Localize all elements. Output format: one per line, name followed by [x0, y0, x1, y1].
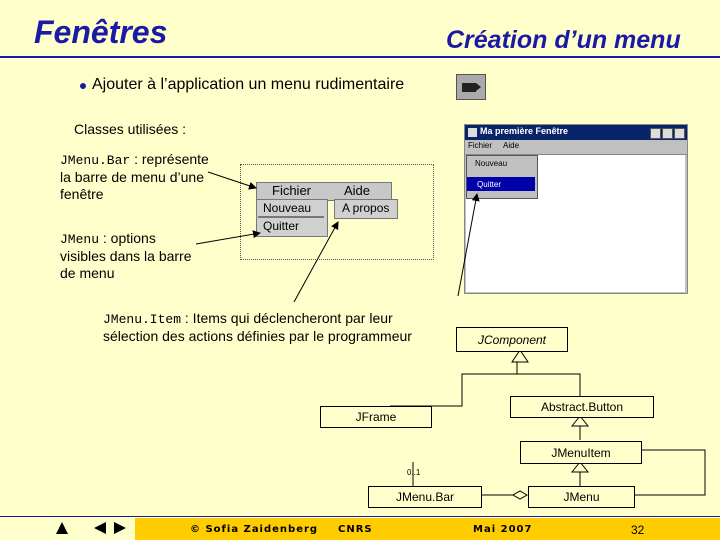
uml-connectors: [390, 351, 706, 496]
header-rule: [0, 56, 720, 58]
bullet-icon: [80, 83, 86, 89]
footer-date: Mai 2007: [473, 524, 533, 535]
maximize-button[interactable]: [662, 128, 673, 139]
nav-up-button[interactable]: [56, 522, 68, 534]
menubar-desc1: : représente: [130, 151, 209, 167]
slide-subtitle: Création d’un menu: [446, 26, 681, 54]
jmenu-note: JMenu : options visibles dans la barre d…: [60, 230, 240, 282]
menubar-code: JMenu.Bar: [60, 153, 131, 168]
mini-window-title: Ma première Fenêtre: [480, 126, 569, 136]
mini-window-titlebar: [465, 125, 687, 140]
uml-jframe: JFrame: [320, 406, 432, 428]
jmenu-desc3: de menu: [60, 265, 115, 281]
footer-rule: [0, 516, 720, 517]
uml-jmenubar: JMenu.Bar: [368, 486, 482, 508]
bullet-text: Ajouter à l’application un menu rudiment…: [92, 76, 405, 93]
uml-jmenu: JMenu: [528, 486, 635, 508]
mini-menubar: [465, 140, 687, 155]
mock-aide-dropdown: [334, 199, 398, 219]
mock-fichier-dropdown: [256, 199, 328, 237]
menuitem-note: JMenu.Item : Items qui déclencheront par…: [103, 310, 443, 345]
menuitem-desc1: : Items qui déclencheront par leur: [181, 310, 393, 326]
uml-jcomponent: JComponent: [456, 327, 568, 352]
mini-item-quitter[interactable]: Quitter: [477, 180, 502, 189]
close-button[interactable]: [674, 128, 685, 139]
classes-heading: Classes utilisées :: [74, 121, 187, 137]
footer-box: [135, 518, 720, 540]
menubar-desc2: la barre de menu d’une: [60, 169, 204, 185]
minimize-button[interactable]: [650, 128, 661, 139]
mini-menu-fichier[interactable]: Fichier: [468, 141, 493, 150]
mini-window-icon: [468, 128, 477, 137]
menuitem-code: JMenu.Item: [103, 312, 182, 327]
mock-menu-aide[interactable]: Aide: [344, 183, 371, 198]
jmenu-desc1: : options: [99, 230, 156, 246]
mini-item-quitter-selected[interactable]: [467, 177, 535, 191]
mini-menu-aide[interactable]: Aide: [503, 141, 520, 150]
footer-author: © Sofia Zaidenberg: [190, 524, 319, 535]
note-arrows: [195, 171, 480, 303]
uml-jmenuitem: JMenuItem: [520, 441, 642, 464]
menubar-note: JMenu.Bar : représente la barre de menu …: [60, 151, 240, 203]
camera-icon[interactable]: [456, 74, 486, 100]
uml-multiplicity: 0..1: [407, 468, 421, 477]
jmenu-desc2: visibles dans la barre: [60, 248, 192, 264]
slide-title: Fenêtres: [34, 14, 168, 50]
uml-composition-diamond: [511, 490, 529, 500]
mini-item-nouveau[interactable]: Nouveau: [475, 159, 508, 168]
menuitem-desc2: sélection des actions définies par le pr…: [103, 328, 412, 344]
nav-prev-button[interactable]: [94, 522, 106, 534]
mock-item-apropos[interactable]: A propos: [342, 201, 390, 215]
nav-next-button[interactable]: [114, 522, 126, 534]
footer-org: CNRS: [338, 524, 373, 535]
page-number: 32: [631, 523, 645, 537]
mock-item-nouveau[interactable]: Nouveau: [263, 201, 312, 215]
mini-window: Ma première Fenêtre Fichier Aide Nouveau…: [464, 124, 688, 294]
mock-menu-frame: [240, 164, 434, 260]
mock-item-quitter[interactable]: Quitter: [263, 219, 300, 233]
jmenu-code: JMenu: [60, 232, 100, 247]
menubar-desc3: fenêtre: [60, 186, 104, 202]
mock-separator: [258, 216, 324, 218]
uml-abstract-button: Abstract.Button: [510, 396, 654, 418]
mock-menu-fichier[interactable]: Fichier: [272, 183, 312, 198]
